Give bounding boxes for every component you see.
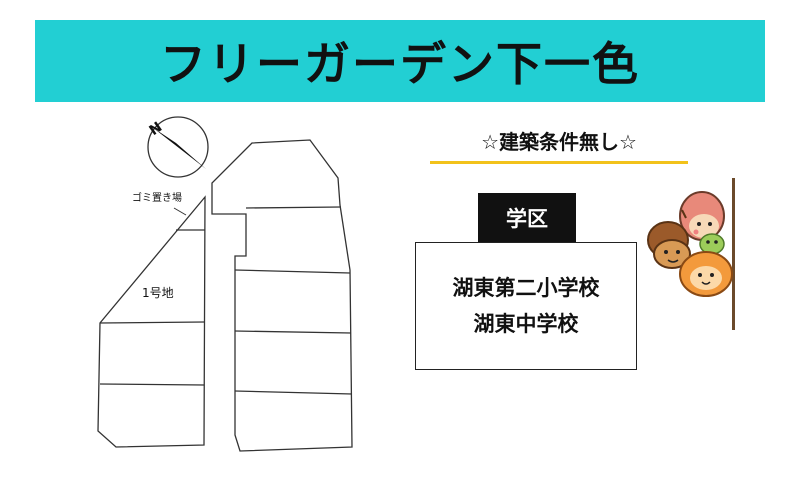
page-title: フリーガーデン下一色	[160, 37, 640, 91]
school-district-box: 湖東第二小学校 湖東中学校	[415, 242, 637, 370]
junior-high-school-name: 湖東中学校	[473, 312, 579, 336]
title-banner: フリーガーデン下一色	[35, 20, 765, 102]
school-district-tag: 学区	[478, 193, 576, 243]
lot-1-label: 1号地	[142, 286, 174, 300]
right-lot-strip	[211, 139, 353, 452]
mascot-characters-icon	[640, 178, 740, 333]
condition-underline	[430, 161, 688, 164]
elementary-school-name: 湖東第二小学校	[452, 276, 600, 300]
building-condition-note: ☆建築条件無し☆	[481, 130, 637, 154]
garbage-area-label: ゴミ置き場	[132, 191, 182, 204]
plot-map: N ゴミ置き場 1号地	[90, 115, 370, 465]
compass-icon: N	[146, 116, 209, 178]
left-lot-strip	[97, 195, 206, 448]
